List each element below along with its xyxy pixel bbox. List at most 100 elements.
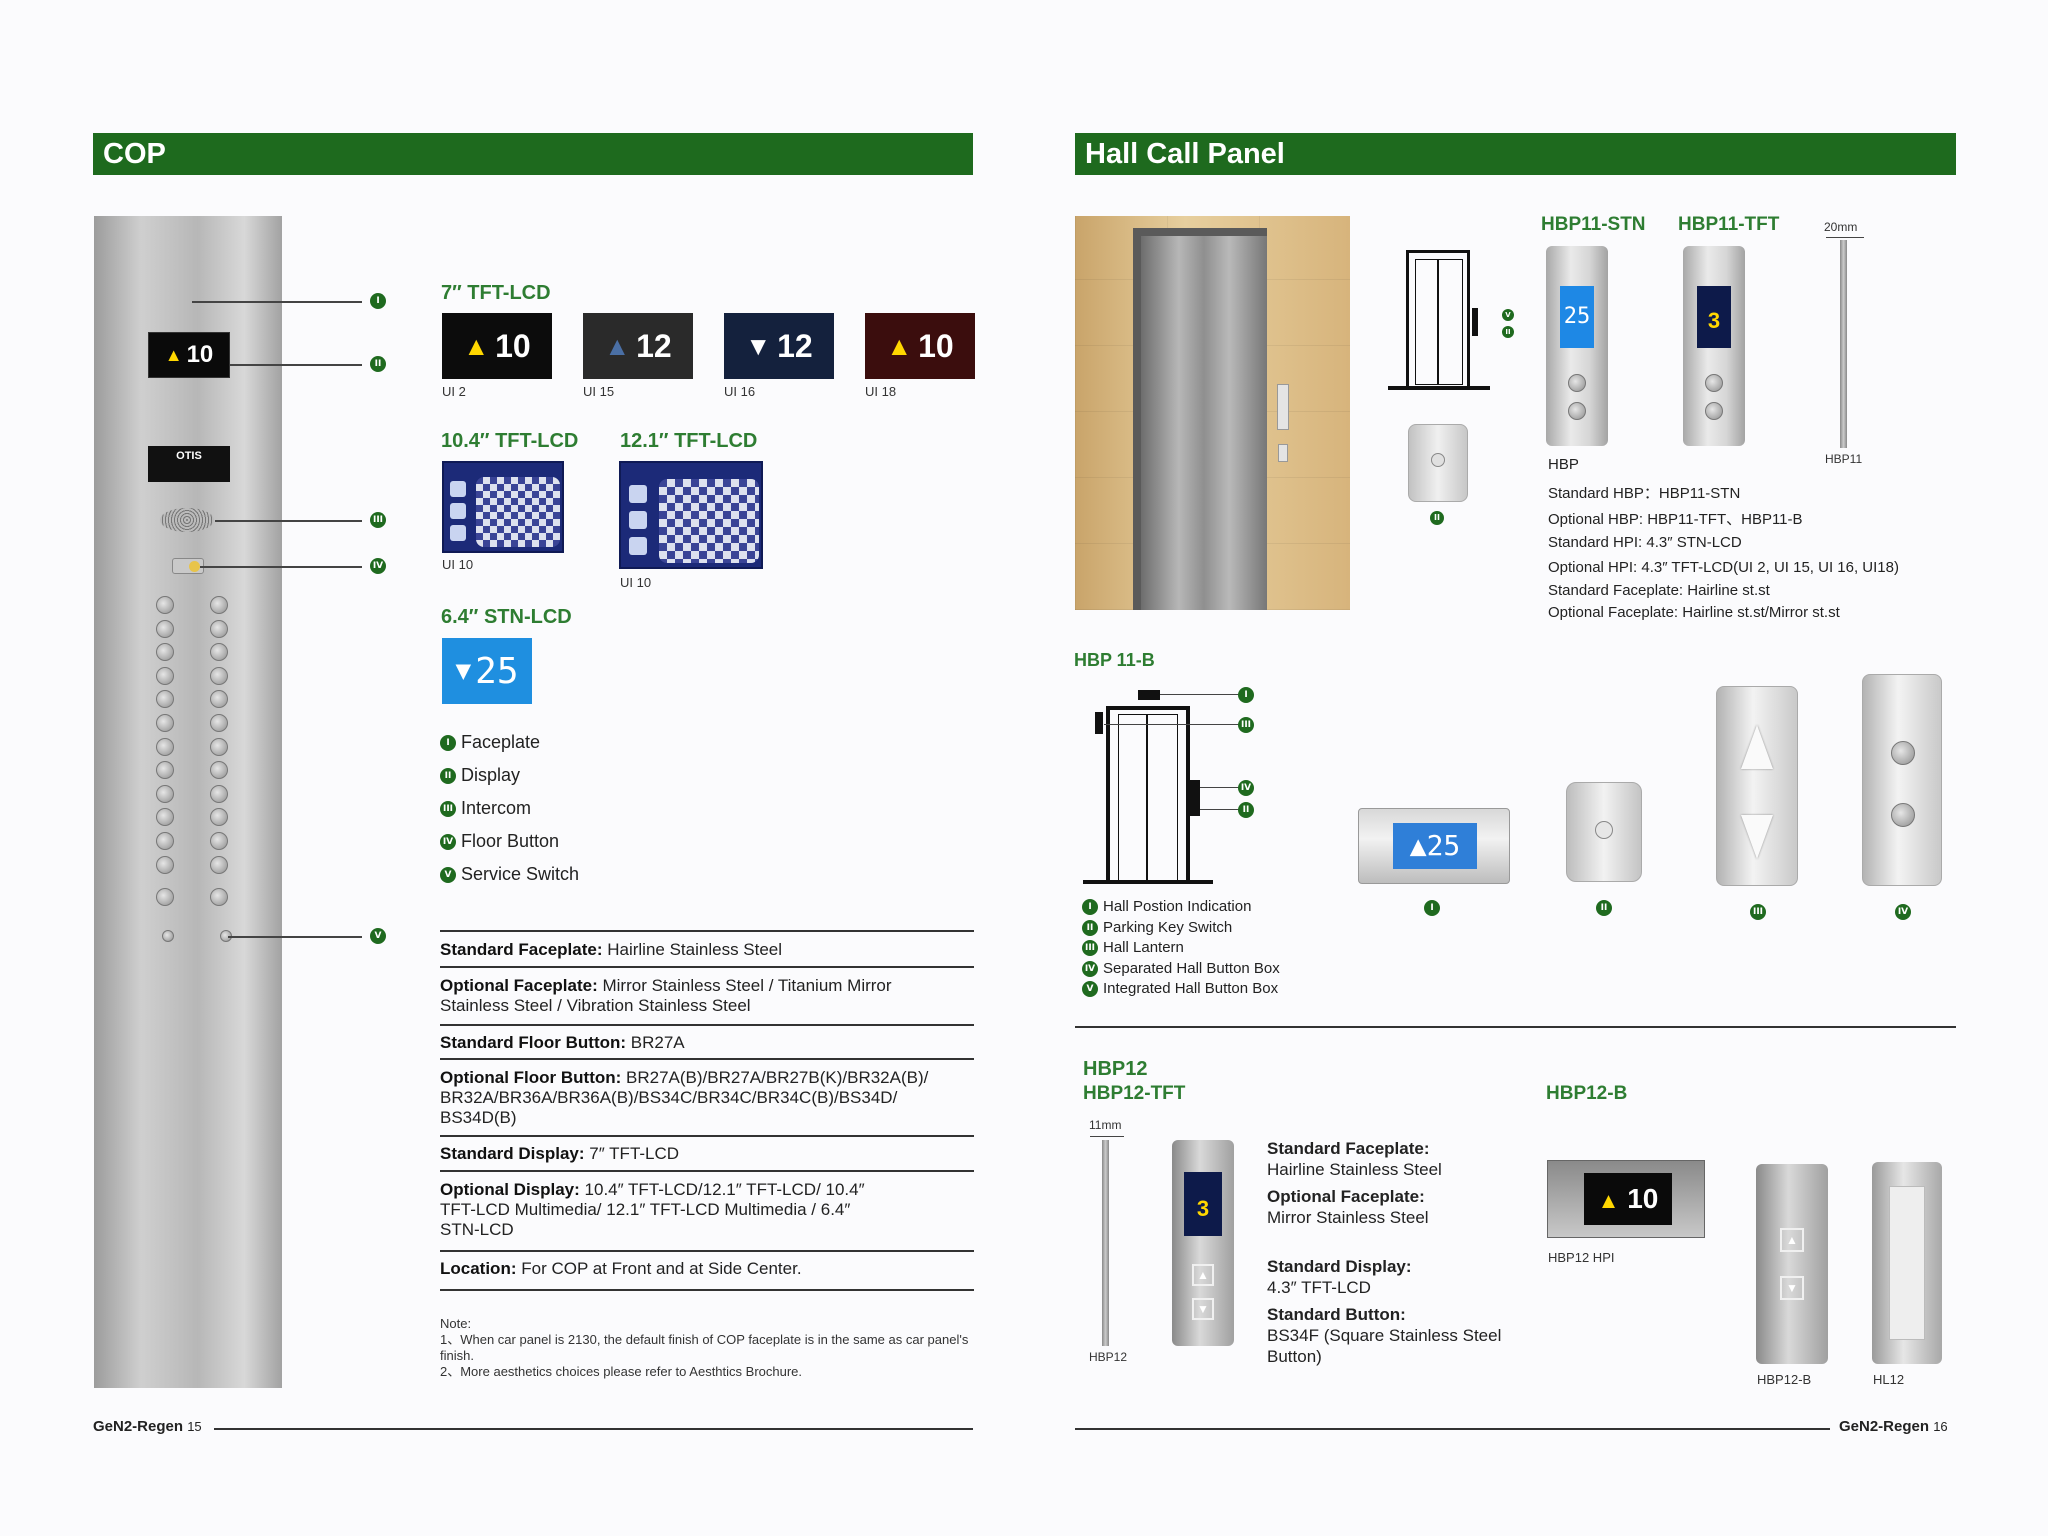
spec-row: Standard Floor Button: BR27A — [440, 1033, 974, 1053]
leader-line — [1200, 809, 1244, 810]
otis-brand: OTIS — [176, 450, 202, 462]
floor-button[interactable] — [210, 784, 228, 803]
floor-button[interactable] — [210, 690, 228, 709]
spec-rule — [440, 930, 974, 932]
floor-button[interactable] — [156, 832, 174, 850]
hall-call-button-down[interactable] — [1891, 803, 1915, 827]
floor-button[interactable] — [210, 643, 228, 662]
door-diagram — [1406, 250, 1470, 388]
callout-numeral: III — [1238, 717, 1254, 733]
leader-line — [200, 566, 362, 568]
legend-numeral: V — [440, 867, 456, 884]
floor-button[interactable] — [156, 888, 174, 906]
square-button-up[interactable]: ▲ — [1192, 1264, 1214, 1286]
floor-button[interactable] — [156, 714, 174, 732]
floor-button[interactable] — [210, 714, 228, 732]
floor-button[interactable] — [210, 737, 228, 756]
floor-button[interactable] — [210, 855, 228, 874]
floor-button[interactable] — [210, 761, 228, 780]
callout-numeral: IV — [370, 558, 386, 574]
hbp12-spec-value: Mirror Stainless Steel — [1267, 1208, 1429, 1227]
hall-call-button-down[interactable] — [1705, 402, 1723, 420]
display-121-title: 12.1″ TFT-LCD — [620, 430, 758, 452]
square-button-up[interactable]: ▲ — [1780, 1228, 1804, 1252]
display-floor-value: 10 — [918, 327, 954, 364]
hbp12b-panel: ▲ ▼ — [1756, 1164, 1828, 1364]
hbp11-side-profile — [1840, 240, 1847, 448]
spec-key: Standard Floor Button: — [440, 1033, 627, 1052]
spec-row: Optional Display: 10.4″ TFT-LCD/12.1″ TF… — [440, 1180, 890, 1240]
floor-button[interactable] — [156, 643, 174, 662]
callout-numeral: I — [1424, 900, 1440, 916]
floor-button[interactable] — [210, 808, 228, 827]
floor-button[interactable] — [156, 666, 174, 685]
floor-line — [1083, 880, 1213, 884]
spec-rule — [440, 1135, 974, 1137]
hbp12-tft-title: HBP12-TFT — [1083, 1083, 1186, 1104]
service-switch-button[interactable] — [162, 930, 174, 942]
legend-label: Separated Hall Button Box — [1103, 959, 1280, 977]
hbp12-spec-key: Standard Button: — [1267, 1305, 1406, 1324]
floor-button[interactable] — [156, 784, 174, 803]
footer-left: GeN2-Regen 15 — [93, 1418, 202, 1435]
floor-button[interactable] — [210, 888, 228, 906]
lobby-photo — [1075, 216, 1350, 610]
legend-label: Hall Postion Indication — [1103, 898, 1252, 915]
hpi-display: ▲25 — [1393, 823, 1477, 869]
floor-button[interactable] — [156, 619, 174, 638]
hbp11-tft-display: 3 — [1697, 286, 1731, 348]
legend-numeral: III — [1082, 940, 1098, 957]
hall-call-button-down[interactable] — [1568, 402, 1586, 420]
floor-button[interactable] — [156, 737, 174, 756]
callout-numeral: III — [1750, 904, 1766, 920]
note-line: 1、When car panel is 2130, the default fi… — [440, 1332, 969, 1363]
leader-line — [1160, 694, 1244, 695]
floor-button[interactable] — [210, 619, 228, 638]
hbp12-side-profile — [1102, 1140, 1109, 1346]
square-button-down[interactable]: ▼ — [1192, 1298, 1214, 1320]
lantern-up-icon — [1741, 725, 1773, 769]
hall-call-button-up[interactable] — [1568, 374, 1586, 392]
legend-label: Floor Button — [461, 831, 560, 851]
note-title: Note: — [440, 1316, 472, 1331]
floor-button[interactable] — [210, 832, 228, 850]
display-7-label: UI 16 — [724, 384, 756, 399]
legend-label: Faceplate — [461, 732, 541, 752]
hall-call-button-up[interactable] — [1891, 741, 1915, 765]
floor-button[interactable] — [210, 666, 228, 685]
hbp11b-door-diagram — [1106, 706, 1190, 882]
floor-button[interactable] — [156, 596, 174, 614]
legend-item: V Integrated Hall Button Box — [1082, 980, 1279, 998]
button-box-mark — [1190, 780, 1200, 816]
spec-row: Standard Display: 7″ TFT-LCD — [440, 1144, 974, 1164]
display-7-title: 7″ TFT-LCD — [441, 282, 551, 304]
floor-button[interactable] — [156, 761, 174, 780]
note-line: 2、More aesthetics choices please refer t… — [440, 1364, 803, 1379]
spec-key: Standard Display: — [440, 1144, 585, 1163]
legend-numeral: V — [1082, 981, 1098, 998]
floor-button[interactable] — [156, 855, 174, 874]
dim-20mm-label: 20mm — [1824, 220, 1858, 234]
legend-label: Integrated Hall Button Box — [1103, 980, 1279, 997]
hall-call-button-up[interactable] — [1705, 374, 1723, 392]
hbp12-hpi-label: HBP12 HPI — [1548, 1250, 1615, 1265]
intercom-speaker-icon — [160, 508, 214, 532]
leader-line — [228, 936, 362, 938]
display-121-label: UI 10 — [620, 575, 652, 590]
square-button-down[interactable]: ▼ — [1780, 1276, 1804, 1300]
hbp12-hpi-value: 10 — [1627, 1183, 1659, 1214]
hbp11-tft-title: HBP11-TFT — [1678, 214, 1780, 235]
spec-value: 10.4″ TFT-LCD/12.1″ TFT-LCD/ 10.4″ TFT-L… — [440, 1180, 865, 1239]
spec-key: Location: — [440, 1259, 517, 1278]
floor-button[interactable] — [156, 690, 174, 709]
display-64-title: 6.4″ STN-LCD — [441, 606, 572, 628]
display-121-image — [619, 461, 763, 569]
floor-button[interactable] — [156, 808, 174, 827]
floor-button[interactable] — [210, 596, 228, 614]
callout-numeral: V — [1502, 309, 1514, 321]
dim-line — [1090, 1136, 1124, 1137]
spec-value: BR27A(B)/BR27A/BR27B(K)/BR32A(B)/ BR32A/… — [440, 1068, 929, 1127]
